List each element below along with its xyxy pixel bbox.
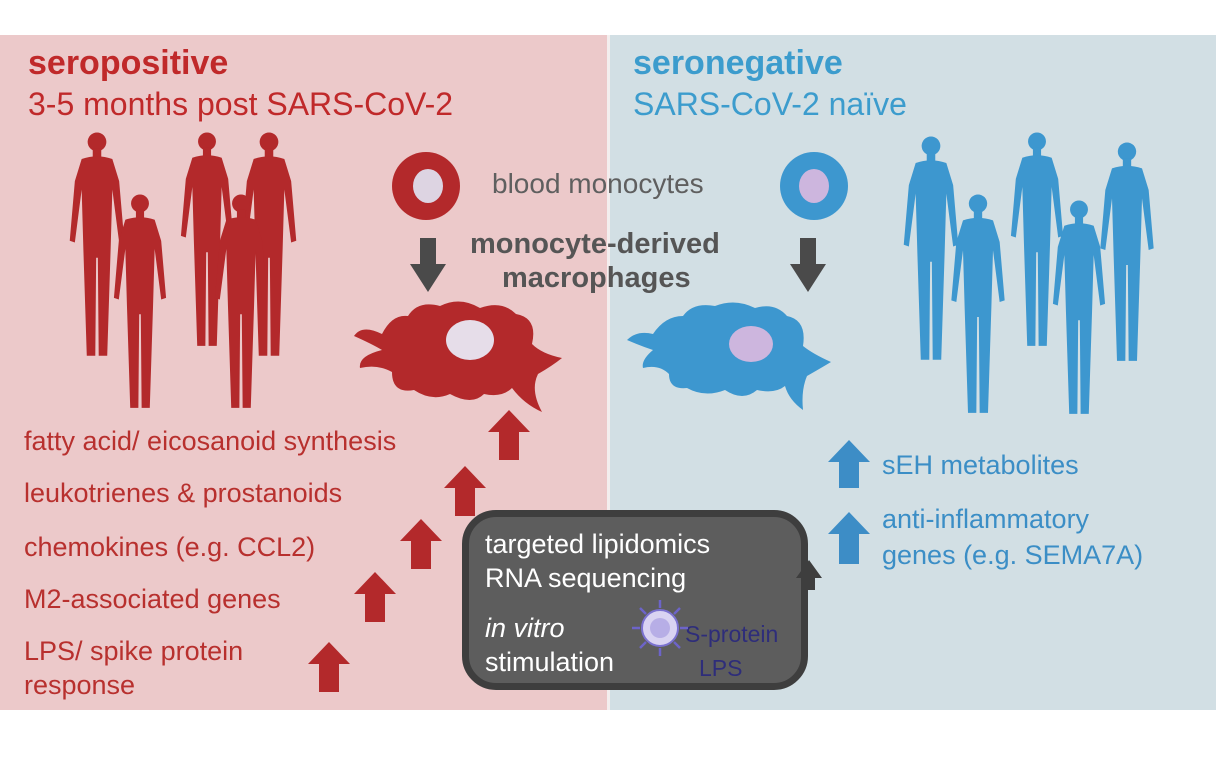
seropositive-macrophage-icon [354,301,562,412]
seropositive-item: response [24,670,136,700]
stimulus-lps: LPS [699,655,743,681]
methods-box: targeted lipidomics RNA sequencing in vi… [462,510,808,690]
virus-icon [632,600,688,656]
panel-divider [607,35,610,710]
stimulus-s-protein: S-protein [685,621,779,647]
up-arrow-icon [354,572,396,622]
up-arrow-icon [444,466,486,516]
methods-lipidomics: targeted lipidomics [485,529,711,559]
up-arrow-icon [828,440,870,488]
seronegative-macrophage-icon [627,302,831,410]
seronegative-title: seronegative [633,44,843,82]
methods-in-vitro: in vitro [485,613,565,643]
macrophages-label-line1: monocyte-derived [470,228,720,260]
methods-rna-seq: RNA sequencing [485,563,687,593]
up-arrow-icon [828,512,870,564]
seropositive-monocyte-icon [392,152,460,220]
seronegative-subtitle: SARS-CoV-2 naïve [633,86,907,122]
seronegative-monocyte-icon [780,152,848,220]
seropositive-people-icon [69,132,297,408]
seropositive-item: M2-associated genes [24,584,281,614]
up-arrow-icon [308,642,350,692]
seropositive-title: seropositive [28,44,229,82]
seronegative-item: sEH metabolites [882,450,1079,480]
seropositive-item: fatty acid/ eicosanoid synthesis [24,426,397,456]
box-corner-arrow-icon [796,560,822,590]
up-arrow-icon [488,410,530,460]
blood-monocytes-label: blood monocytes [492,168,704,199]
seropositive-item: leukotrienes & prostanoids [24,478,343,508]
seropositive-item: chemokines (e.g. CCL2) [24,532,316,562]
seropositive-item: LPS/ spike protein [24,636,244,666]
seronegative-people-icon [903,132,1154,414]
seronegative-item: genes (e.g. SEMA7A) [882,540,1144,570]
differentiation-arrow-left-icon [410,238,446,292]
seronegative-item: anti-inflammatory [882,504,1090,534]
methods-stimulation: stimulation [485,647,615,677]
macrophages-label-line2: macrophages [502,262,691,294]
differentiation-arrow-right-icon [790,238,826,292]
up-arrow-icon [400,519,442,569]
seropositive-subtitle: 3-5 months post SARS-CoV-2 [28,86,454,122]
